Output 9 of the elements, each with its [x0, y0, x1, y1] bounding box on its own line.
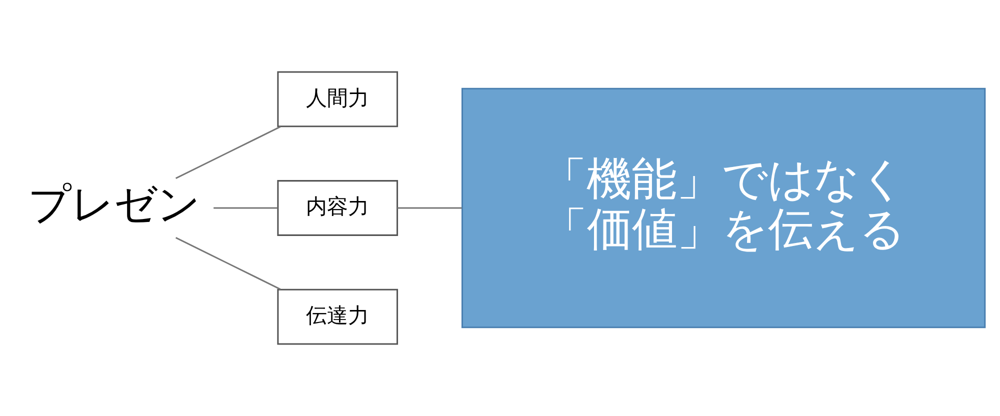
connector [214, 207, 278, 209]
node-text: プレゼン [28, 179, 200, 228]
node-box: 伝達力 [277, 288, 398, 345]
connector [175, 126, 281, 179]
node-box: 人間力 [277, 71, 398, 128]
node-box: 内容力 [277, 180, 398, 236]
node-box: 「機能」ではなく「価値」を伝える [461, 88, 986, 328]
connector [397, 207, 462, 209]
connector [175, 237, 281, 290]
